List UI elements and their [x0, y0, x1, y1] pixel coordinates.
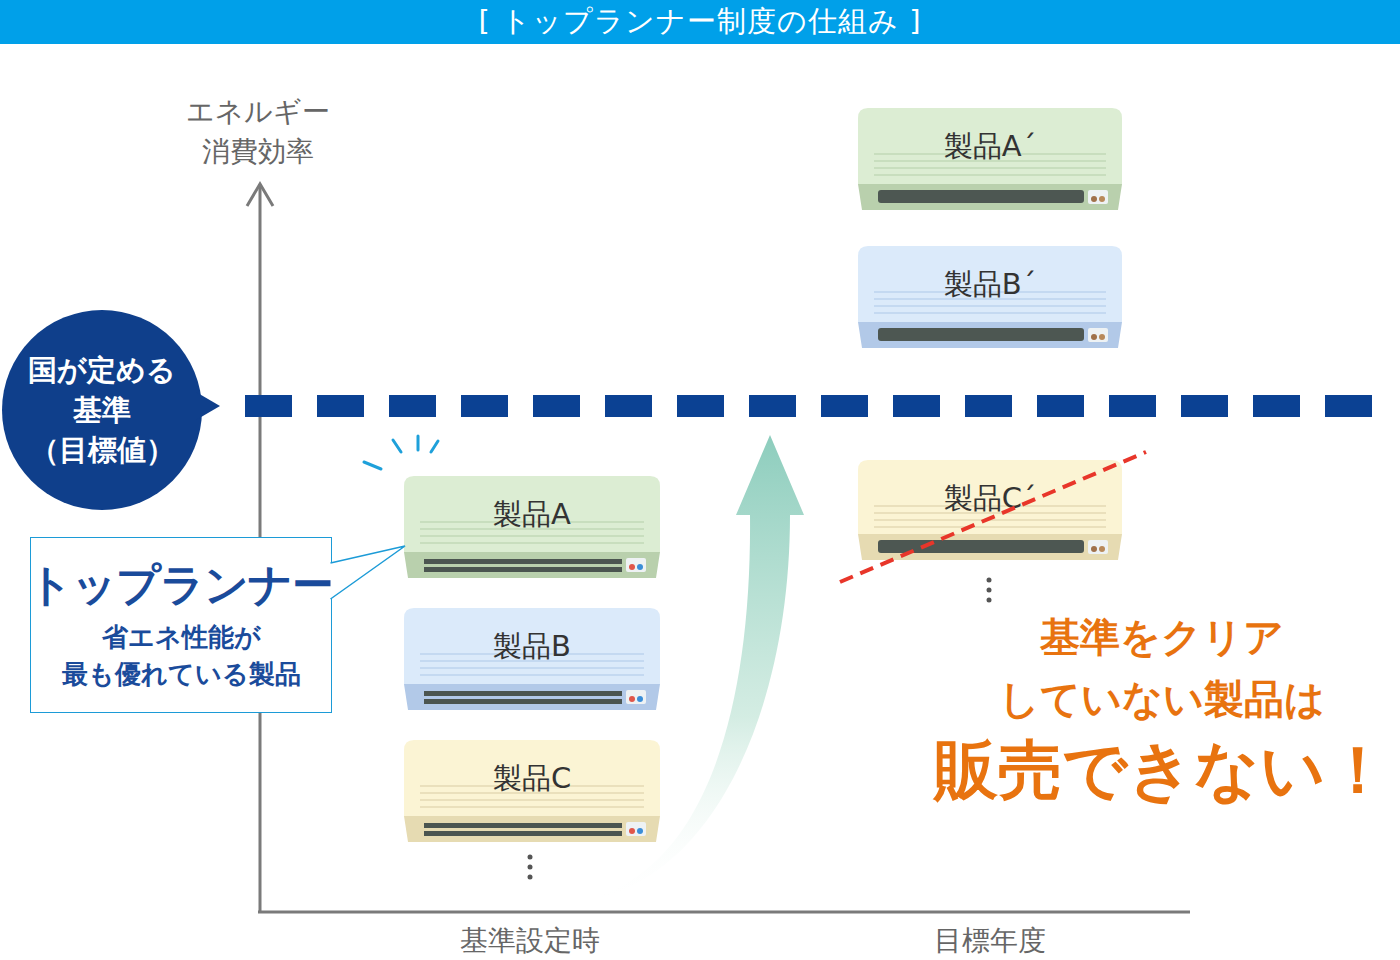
axis-label: エネルギー 消費効率 — [163, 92, 353, 172]
spark-mark — [364, 462, 381, 469]
ellipsis-dot — [987, 598, 992, 603]
axis-label: 目標年度 — [880, 921, 1100, 960]
unit-indicator — [629, 696, 635, 702]
product-name: 製品A´ — [858, 128, 1122, 164]
unit-grille-line — [420, 535, 644, 537]
product-box: 製品C´ — [858, 460, 1122, 560]
standard-circle — [2, 310, 202, 510]
callout-pointer-line — [331, 546, 406, 599]
unit-bottom-band — [404, 816, 660, 842]
unit-indicator — [1099, 334, 1105, 340]
unit-grille-line — [420, 667, 644, 669]
unit-vent — [424, 559, 622, 564]
unit-bottom-band — [858, 184, 1122, 210]
product-box: 製品C — [404, 740, 660, 842]
unit-body — [858, 108, 1122, 184]
product-name: 製品B — [404, 628, 660, 664]
unit-vent — [424, 691, 622, 696]
unit-grille-line — [874, 519, 1106, 521]
unit-indicator — [1099, 196, 1105, 202]
product-box: 製品A´ — [858, 108, 1122, 210]
title-bar: [ トップランナー制度の仕組み ] — [0, 0, 1400, 44]
callout-heading: トップランナー — [28, 557, 335, 613]
unit-vent — [878, 190, 1084, 203]
spark-mark — [431, 441, 438, 452]
unit-bottom-band — [404, 552, 660, 578]
unit-vent — [424, 699, 622, 704]
unit-body — [858, 246, 1122, 322]
axis-label: 基準設定時 — [420, 921, 640, 960]
product-name: 製品C — [404, 760, 660, 796]
callout-body: 省エネ性能が 最も優れている製品 — [41, 619, 321, 693]
unit-grille-line — [874, 174, 1106, 176]
unit-indicator — [637, 828, 643, 834]
unit-bottom-band — [404, 684, 660, 710]
unit-vent — [878, 540, 1084, 553]
unit-grille-line — [420, 799, 644, 801]
unit-indicator — [1099, 546, 1105, 552]
unit-panel — [626, 558, 646, 572]
unit-bottom-band — [858, 322, 1122, 348]
unit-body — [404, 476, 660, 552]
unit-grille-line — [874, 167, 1106, 169]
warning-text: 基準をクリア していない製品は — [962, 606, 1362, 730]
ellipsis-dot — [987, 588, 992, 593]
unit-indicator — [637, 564, 643, 570]
unit-grille-line — [874, 312, 1106, 314]
unit-panel — [626, 690, 646, 704]
product-box: 製品A — [404, 476, 660, 578]
unit-indicator — [629, 828, 635, 834]
product-box: 製品B — [404, 608, 660, 710]
unit-grille-line — [874, 526, 1106, 528]
callout-pointer-fill — [331, 546, 406, 599]
unit-vent — [424, 831, 622, 836]
callout-box: トップランナー省エネ性能が 最も優れている製品 — [30, 537, 332, 713]
y-axis-head — [247, 184, 273, 206]
unit-panel — [1088, 540, 1108, 554]
unit-grille-line — [420, 674, 644, 676]
unit-indicator — [1091, 196, 1097, 202]
unit-grille-line — [874, 305, 1106, 307]
unit-panel — [626, 822, 646, 836]
unit-vent — [424, 567, 622, 572]
unit-indicator — [629, 564, 635, 570]
title-text: [ トップランナー制度の仕組み ] — [478, 2, 921, 42]
unit-indicator — [1091, 334, 1097, 340]
unit-panel — [1088, 328, 1108, 342]
ellipsis-dot — [528, 855, 533, 860]
standard-circle-node: 国が定める 基準 （目標値） — [2, 310, 202, 510]
unit-body — [404, 608, 660, 684]
product-name: 製品B´ — [858, 266, 1122, 302]
ellipsis-dot — [528, 875, 533, 880]
unit-grille-line — [420, 542, 644, 544]
unit-body — [858, 460, 1122, 534]
strike-through-line — [840, 452, 1146, 582]
unit-indicator — [637, 696, 643, 702]
unit-bottom-band — [858, 534, 1122, 560]
ellipsis-dot — [987, 578, 992, 583]
standard-text: 国が定める 基準 （目標値） — [17, 350, 187, 470]
unit-vent — [424, 823, 622, 828]
product-name: 製品A — [404, 496, 660, 532]
warning-emphasis: 販売できない！ — [932, 730, 1392, 810]
x-axis — [258, 911, 1190, 914]
standard-text-box: 国が定める 基準 （目標値） — [2, 310, 202, 510]
unit-vent — [878, 328, 1084, 341]
unit-panel — [1088, 190, 1108, 204]
product-name: 製品C´ — [858, 480, 1122, 516]
spark-mark — [393, 440, 401, 452]
unit-body — [404, 740, 660, 816]
unit-grille-line — [420, 806, 644, 808]
callout-pointer — [331, 546, 406, 599]
product-box: 製品B´ — [858, 246, 1122, 348]
unit-indicator — [1091, 546, 1097, 552]
ellipsis-dot — [528, 865, 533, 870]
standard-pointer — [196, 392, 220, 420]
spark-mark — [417, 436, 420, 450]
standard-dashed-line — [245, 395, 1375, 417]
